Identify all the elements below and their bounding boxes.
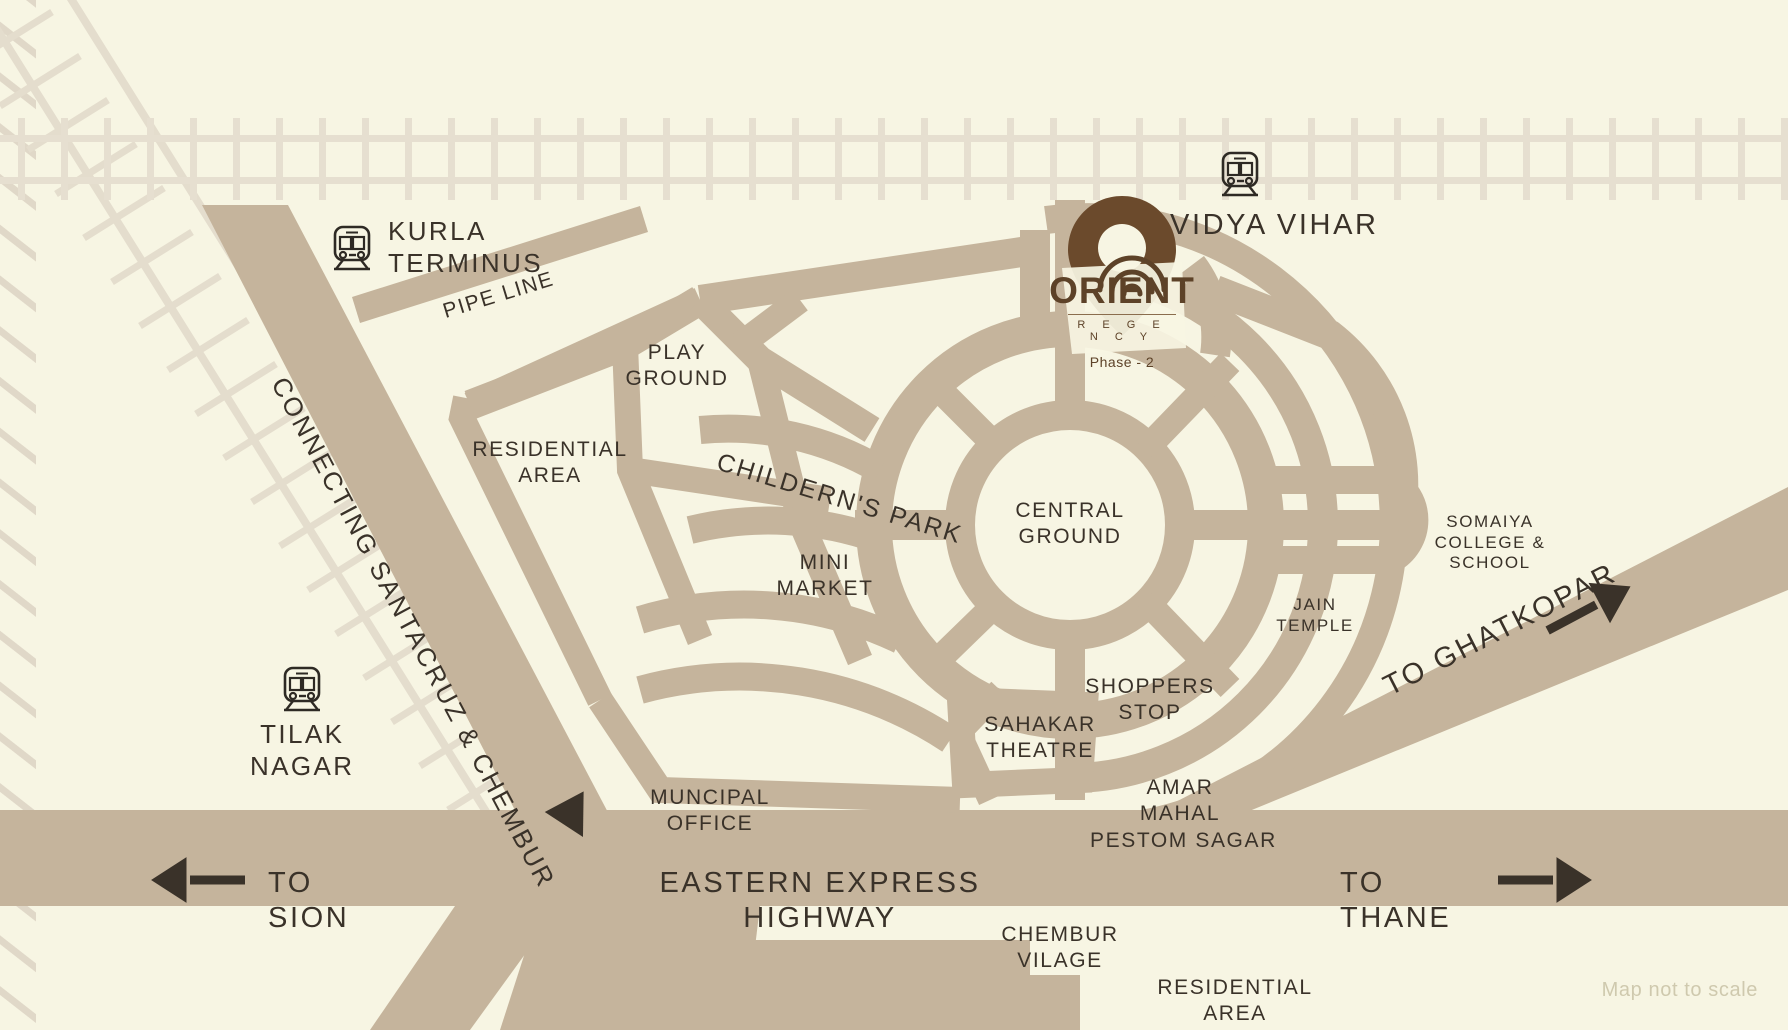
road-connecting-santacruz-chembur (202, 205, 612, 820)
road-east-outer-lobe (1209, 276, 1419, 523)
map-disclaimer: Map not to scale (1601, 979, 1758, 1001)
direction-arrows (151, 582, 1631, 903)
logo-subname: R E G E N C Y (1068, 314, 1176, 343)
road-network (0, 200, 1788, 1030)
road-highway-south-branch2 (600, 975, 1080, 1030)
arrow-connecting-road (544, 791, 584, 838)
railway-horizontal (0, 118, 1788, 200)
project-logo[interactable]: ORIENT R E G E N C Y Phase - 2 (1049, 272, 1194, 370)
arrow-to-sion (151, 857, 245, 903)
train-icon (333, 225, 371, 270)
road-highway-south-loop (690, 940, 1030, 975)
road-highway-south-left (370, 906, 560, 1030)
arrow-to-thane (1498, 857, 1592, 903)
station-vidya-vihar[interactable] (1210, 150, 1262, 198)
station-kurla-terminus[interactable]: KURLA TERMINUS (330, 216, 543, 279)
station-label-tilak-nagar: TILAK NAGAR (250, 719, 355, 781)
road-sahakar-block (946, 686, 1099, 799)
logo-plaque (1062, 262, 1186, 354)
road-eastern-express-highway (0, 810, 1788, 906)
station-tilak-nagar[interactable]: TILAK NAGAR (250, 665, 354, 782)
road-project-bowl (1179, 255, 1232, 358)
logo-name: ORIENT (1049, 270, 1195, 311)
road-pipe-line (352, 206, 648, 323)
train-icon (283, 666, 321, 712)
train-icon (1221, 151, 1259, 197)
logo-arc-icon (1097, 255, 1167, 297)
station-label-kurla-terminus: KURLA TERMINUS (388, 216, 543, 278)
arrow-to-ghatkopar (1545, 582, 1631, 635)
logo-phase: Phase - 2 (1089, 354, 1155, 370)
